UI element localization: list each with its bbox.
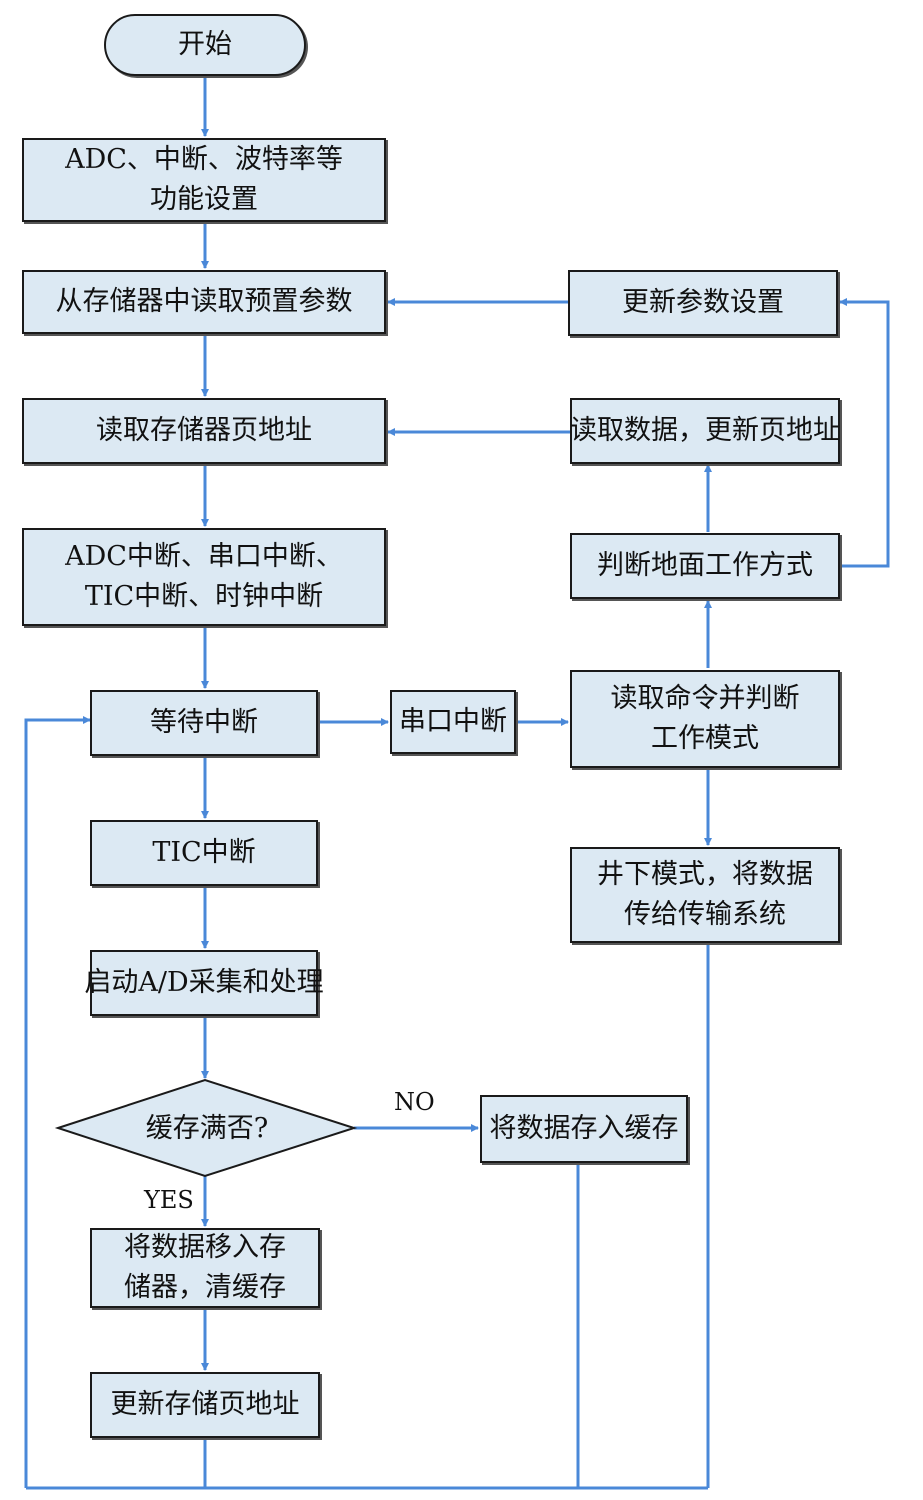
- read-preset-node: 从存储器中读取预置参数: [22, 270, 386, 334]
- downhole-node-line-1: 井下模式，将数据: [597, 859, 813, 890]
- buffer-full-label: 缓存满否?: [145, 1112, 269, 1144]
- read-page-node-label: 读取存储器页地址: [96, 415, 312, 446]
- decision-diamond: [54, 1078, 358, 1178]
- move-data-node-line-2: 储器，清缓存: [124, 1272, 286, 1303]
- downhole-node-line-2: 传给传输系统: [624, 899, 786, 930]
- adc-start-node: 启动A/D采集和处理: [84, 950, 324, 1016]
- interrupts-node-line-1: ADC中断、串口中断、: [65, 541, 343, 572]
- update-params-node: 更新参数设置: [568, 270, 838, 336]
- downhole-node: 井下模式，将数据 传给传输系统: [570, 847, 840, 943]
- edge-ground-updateparams: [839, 298, 890, 568]
- interrupts-node: ADC中断、串口中断、 TIC中断、时钟中断: [22, 528, 386, 626]
- setup-node: ADC、中断、波特率等 功能设置: [22, 138, 386, 222]
- yes-edge-label: YES: [144, 1186, 194, 1214]
- serial-node-label: 串口中断: [399, 706, 507, 737]
- edge-loop-wait: [24, 716, 91, 1488]
- move-data-node-line-1: 将数据移入存: [124, 1232, 286, 1263]
- tic-node: TIC中断: [90, 820, 318, 886]
- store-buffer-node-label: 将数据存入缓存: [489, 1113, 679, 1144]
- read-page-node: 读取存储器页地址: [22, 398, 386, 464]
- move-data-node: 将数据移入存 储器，清缓存: [90, 1228, 320, 1308]
- no-edge-label: NO: [394, 1088, 435, 1116]
- adc-start-node-label: 启动A/D采集和处理: [84, 967, 324, 998]
- wait-node: 等待中断: [90, 690, 318, 756]
- setup-node-line-1: ADC、中断、波特率等: [65, 144, 343, 175]
- update-params-node-label: 更新参数设置: [622, 287, 784, 318]
- setup-node-line-2: 功能设置: [150, 184, 258, 215]
- update-page-store-node-label: 更新存储页地址: [110, 1389, 300, 1420]
- read-cmd-node: 读取命令并判断 工作模式: [570, 670, 840, 768]
- read-data-update-node: 读取数据，更新页地址: [570, 398, 840, 464]
- read-preset-node-label: 从存储器中读取预置参数: [55, 286, 353, 317]
- start-node: 开始: [104, 14, 306, 76]
- serial-node: 串口中断: [390, 690, 516, 754]
- read-cmd-node-line-2: 工作模式: [651, 723, 759, 754]
- start-node-label: 开始: [178, 29, 232, 60]
- store-buffer-node: 将数据存入缓存: [480, 1095, 688, 1163]
- wait-node-label: 等待中断: [150, 707, 258, 738]
- update-page-store-node: 更新存储页地址: [90, 1372, 320, 1438]
- read-cmd-node-line-1: 读取命令并判断: [610, 683, 800, 714]
- interrupts-node-line-2: TIC中断、时钟中断: [84, 581, 324, 612]
- ground-mode-node: 判断地面工作方式: [570, 533, 840, 599]
- read-data-update-node-label: 读取数据，更新页地址: [570, 415, 840, 446]
- tic-node-label: TIC中断: [152, 837, 256, 868]
- ground-mode-node-label: 判断地面工作方式: [597, 550, 813, 581]
